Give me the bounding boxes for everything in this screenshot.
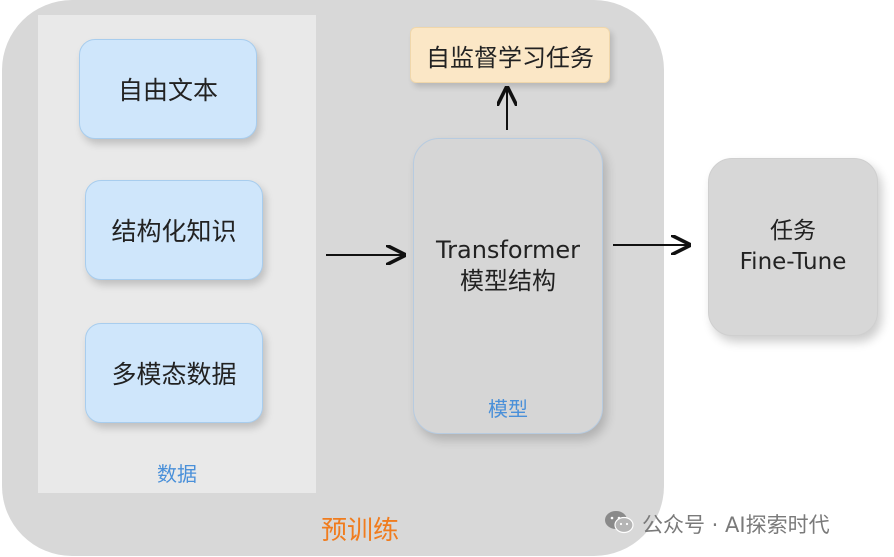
data-item-label: 结构化知识 [111, 217, 237, 246]
data-item-label: 多模态数据 [111, 360, 237, 389]
model-label: 模型 [488, 397, 528, 421]
task-title: 任务 [770, 217, 816, 244]
watermark-text: 公众号 · AI探索时代 [642, 513, 830, 537]
watermark: 公众号 · AI探索时代 [604, 506, 830, 542]
data-item-multimodal-data: 多模态数据 [85, 323, 263, 423]
model-box: Transformer 模型结构 [413, 138, 603, 434]
ssl-task-label: 自监督学习任务 [426, 43, 594, 72]
model-title: Transformer [435, 235, 580, 264]
data-item-free-text: 自由文本 [79, 39, 257, 139]
data-item-structured-knowledge: 结构化知识 [85, 180, 263, 280]
data-panel-label: 数据 [157, 462, 197, 486]
task-box: 任务 Fine-Tune [708, 158, 878, 336]
task-subtitle: Fine-Tune [739, 249, 847, 275]
data-item-label: 自由文本 [117, 76, 218, 105]
pretrain-label: 预训练 [320, 516, 399, 546]
model-subtitle: 模型结构 [459, 267, 556, 295]
wechat-icon [604, 509, 634, 540]
ssl-task-box: 自监督学习任务 [410, 27, 610, 83]
